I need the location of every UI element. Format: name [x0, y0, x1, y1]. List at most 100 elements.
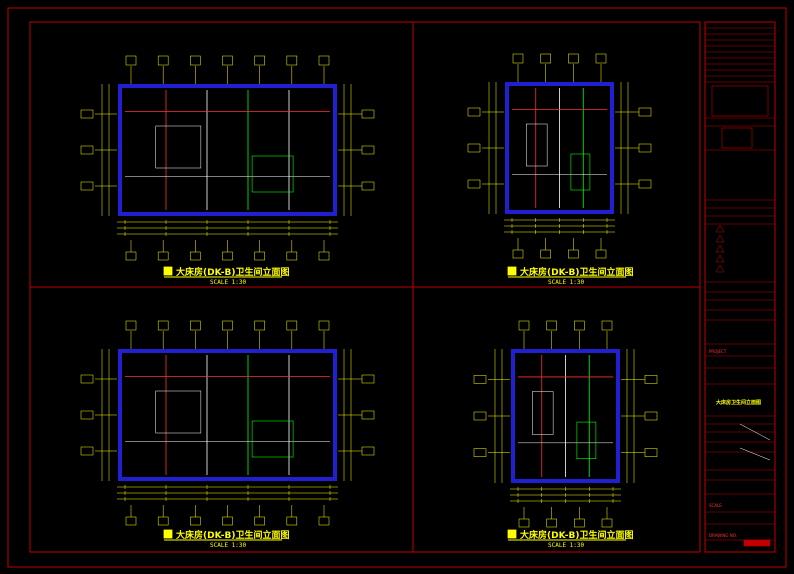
signature-stroke	[739, 423, 771, 441]
company-info-box	[711, 85, 769, 117]
elevation-panel-1	[80, 55, 375, 278]
material-tag	[644, 411, 658, 421]
material-tag	[190, 55, 201, 66]
material-tag	[467, 107, 481, 117]
signature-stroke	[739, 447, 771, 461]
material-tag	[546, 320, 557, 331]
material-tag	[540, 249, 551, 259]
material-tag	[190, 251, 201, 261]
material-tag	[601, 320, 613, 331]
material-tag	[467, 143, 481, 153]
material-tag	[254, 251, 265, 261]
mirror-outline	[155, 390, 202, 434]
material-tag	[157, 55, 169, 66]
material-tag	[286, 320, 298, 331]
mirror-outline	[526, 123, 548, 167]
wall-outline	[511, 349, 620, 483]
material-tag	[222, 320, 233, 331]
panel-scale-text: SCALE 1:30	[548, 279, 585, 286]
material-tag	[638, 107, 652, 117]
material-tag	[644, 448, 658, 457]
mirror-outline	[532, 391, 554, 435]
material-tag	[157, 251, 169, 261]
material-tag	[518, 320, 530, 331]
revision-triangle	[715, 254, 725, 263]
material-tag	[361, 446, 375, 456]
fixture-outline	[576, 421, 597, 460]
material-tag	[512, 53, 524, 64]
material-tag	[361, 410, 375, 420]
material-tag	[473, 448, 487, 457]
elevation-panel-3	[80, 320, 375, 541]
panel-title-2: 大床房(DK-B)卫生间立面图 SCALE 1:30	[520, 266, 634, 286]
drawing-no-label: DRAWING NO.	[709, 533, 737, 538]
material-tag	[546, 518, 557, 528]
title-block-frame	[704, 21, 776, 553]
material-tag	[568, 53, 579, 64]
sheet-border	[7, 7, 787, 568]
material-tag	[638, 143, 652, 153]
fixture-outline	[251, 155, 294, 193]
material-tag	[595, 53, 607, 64]
panel-title-text: 大床房(DK-B)卫生间立面图	[520, 266, 634, 278]
material-tag	[601, 518, 613, 528]
panel-scale-text: SCALE 1:30	[210, 542, 247, 549]
material-tag	[595, 249, 607, 259]
material-tag	[254, 516, 265, 526]
material-tag	[125, 55, 137, 66]
material-tag	[467, 179, 481, 189]
revision-triangle	[715, 234, 725, 243]
material-tag	[286, 55, 298, 66]
material-tag	[254, 320, 265, 331]
title-marker	[507, 529, 517, 539]
panel-scale-text: SCALE 1:30	[210, 279, 247, 286]
title-marker	[163, 529, 173, 539]
title-block: PROJECT 大床房卫生间立面图 SCALE DRAWING NO.	[705, 27, 775, 547]
material-tag	[318, 516, 330, 526]
material-tag	[125, 320, 137, 331]
material-tag	[286, 516, 298, 526]
material-tag	[318, 55, 330, 66]
material-tag	[222, 516, 233, 526]
material-tag	[540, 53, 551, 64]
revision-triangle	[715, 264, 725, 273]
material-tag	[80, 109, 94, 119]
material-tag	[190, 516, 201, 526]
panel-scale-text: SCALE 1:30	[548, 542, 585, 549]
material-tag	[80, 145, 94, 155]
wall-outline	[505, 82, 614, 214]
drawing-title: 大床房卫生间立面图	[716, 399, 761, 406]
fixture-outline	[570, 153, 591, 191]
material-tag	[361, 109, 375, 119]
project-label: PROJECT	[709, 349, 727, 354]
wall-outline	[118, 349, 337, 481]
panel-title-text: 大床房(DK-B)卫生间立面图	[176, 529, 290, 541]
material-tag	[473, 411, 487, 421]
material-tag	[473, 375, 487, 384]
material-tag	[361, 145, 375, 155]
material-tag	[568, 249, 579, 259]
material-tag	[361, 181, 375, 191]
elevation-panel-2	[467, 53, 652, 278]
material-tag	[157, 320, 169, 331]
material-tag	[574, 320, 585, 331]
scale-label: SCALE	[709, 503, 722, 508]
material-tag	[80, 410, 94, 420]
fixture-outline	[251, 420, 294, 458]
panel-title-4: 大床房(DK-B)卫生间立面图 SCALE 1:30	[520, 529, 634, 549]
material-tag	[80, 374, 94, 384]
sheet-number-box	[743, 539, 771, 547]
wall-outline	[118, 84, 337, 216]
material-tag	[638, 179, 652, 189]
mirror-outline	[155, 125, 202, 169]
material-tag	[80, 181, 94, 191]
material-tag	[80, 446, 94, 456]
panel-title-1: 大床房(DK-B)卫生间立面图 SCALE 1:30	[176, 266, 290, 286]
material-tag	[574, 518, 585, 528]
material-tag	[157, 516, 169, 526]
material-tag	[190, 320, 201, 331]
material-tag	[222, 251, 233, 261]
material-tag	[318, 320, 330, 331]
title-marker	[507, 266, 517, 276]
